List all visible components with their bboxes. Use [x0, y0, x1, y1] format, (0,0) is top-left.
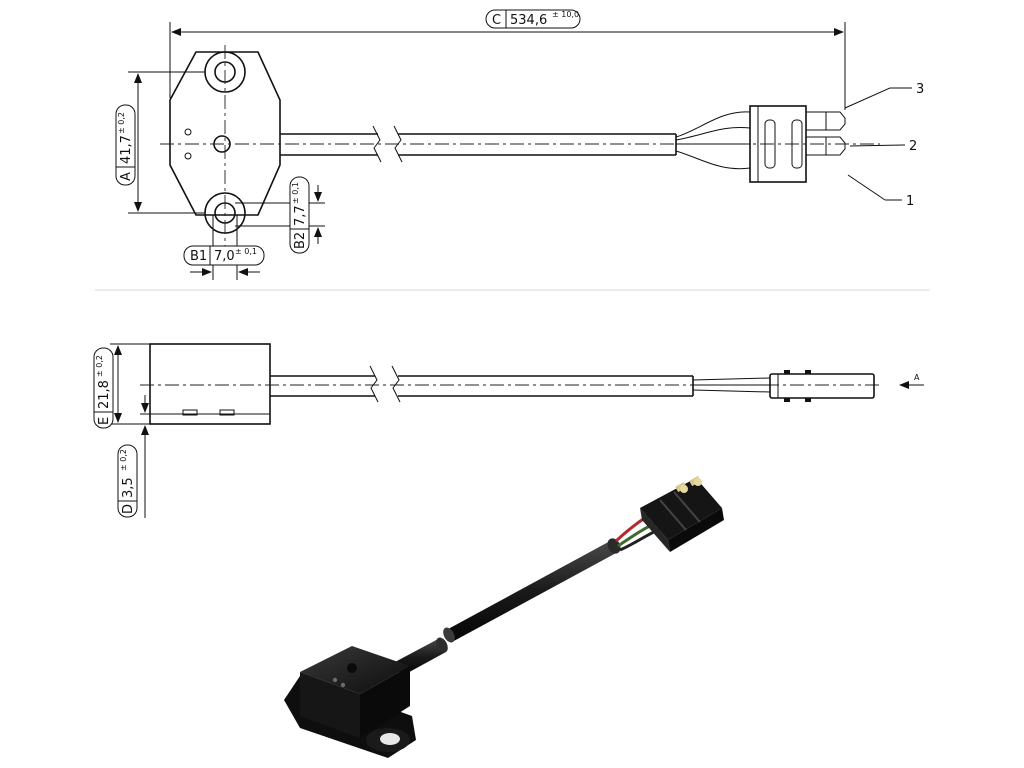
- dim-d-tol: ± 0,2: [119, 449, 128, 471]
- dim-e-letter: E: [97, 417, 112, 425]
- dim-c-letter: C: [492, 13, 501, 28]
- side-view: A E 21,8 ± 0,2 D 3,5 ± 0,2: [93, 343, 924, 518]
- dim-e-tol: ± 0,2: [95, 355, 104, 377]
- dimension-a-badge: A 41,7 ± 0,2: [115, 104, 136, 186]
- dimension-e-badge: E 21,8 ± 0,2: [93, 347, 114, 429]
- dimension-b1-badge: B1 7,0 ± 0,1: [183, 245, 265, 266]
- dim-b2-letter: B2: [293, 232, 308, 249]
- small-hole-1: [184, 128, 192, 136]
- dim-b1-tol: ± 0,1: [235, 247, 257, 256]
- dimension-b2-badge: B2 7,7 ± 0,1: [289, 176, 310, 254]
- isometric-view: [284, 475, 724, 758]
- dim-a-tol: ± 0,2: [117, 112, 126, 134]
- iso-cable-upper: [447, 540, 620, 642]
- connector-housing: [749, 105, 807, 183]
- callout-2: 2: [909, 139, 917, 154]
- connector-side: [769, 373, 875, 399]
- dim-b1-letter: B1: [190, 249, 207, 264]
- wires-top: [675, 111, 751, 170]
- dim-d-letter: D: [121, 504, 136, 514]
- top-view: C 534,6 ± 10,0 A 41,7 ± 0,2 B1 7,0 ± 0,1: [115, 9, 924, 280]
- dim-d-value: 3,5: [121, 477, 136, 498]
- iso-sensor-body: [284, 646, 416, 758]
- cable-side: [270, 375, 694, 397]
- dim-c-tol: ± 10,0: [552, 10, 579, 19]
- callout-3: 3: [916, 82, 924, 97]
- sensor-body-side: [149, 343, 271, 425]
- small-hole-2: [184, 152, 192, 160]
- dim-c-value: 534,6: [510, 13, 547, 28]
- view-arrow-label: A: [914, 373, 920, 382]
- dim-b1-value: 7,0: [214, 249, 235, 264]
- dimension-d-badge: D 3,5 ± 0,2: [117, 444, 138, 518]
- iso-connector: [640, 475, 724, 552]
- dim-e-value: 21,8: [97, 380, 112, 409]
- dimension-c-badge: C 534,6 ± 10,0: [485, 9, 581, 29]
- connector-pins: [806, 111, 846, 156]
- cable-top: [280, 133, 677, 156]
- sensor-body-outline: [169, 51, 281, 216]
- dim-a-value: 41,7: [119, 135, 134, 164]
- callout-1: 1: [906, 194, 914, 209]
- dim-b2-tol: ± 0,1: [291, 182, 300, 204]
- dim-a-letter: A: [119, 172, 134, 181]
- dim-b2-value: 7,7: [293, 205, 308, 226]
